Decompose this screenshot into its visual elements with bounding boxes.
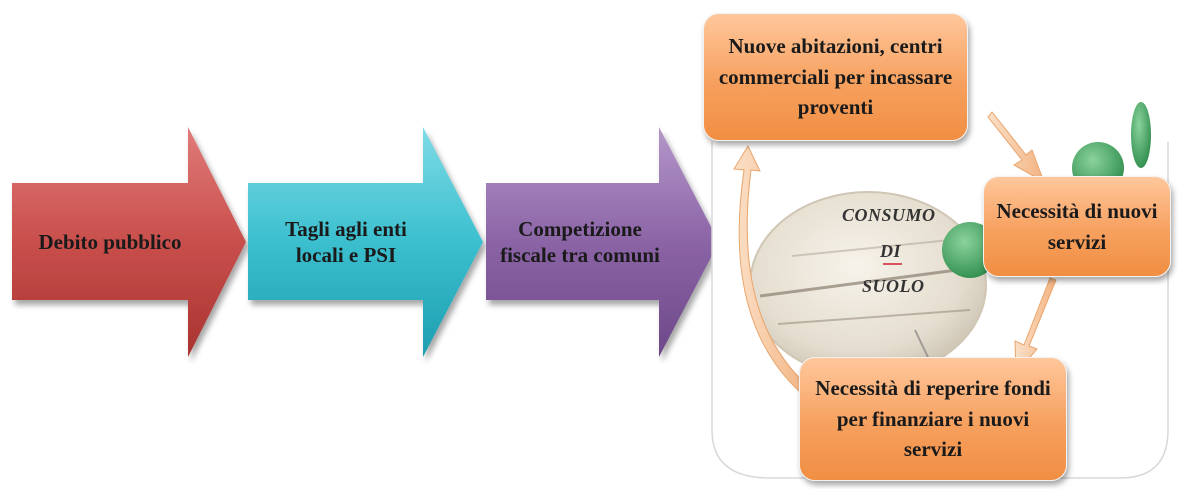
box-necessita-nuovi-servizi: Necessità di nuovi servizi (983, 176, 1171, 277)
box-reperire-fondi: Necessità di reperire fondi per finanzia… (799, 357, 1067, 481)
center-label-line-2: DI (880, 241, 901, 262)
center-label-line-1: CONSUMO (842, 205, 936, 226)
arrow-label-tagli-enti-locali: Tagli agli enti locali e PSI (262, 200, 430, 284)
center-label-line-3: SUOLO (862, 276, 925, 297)
arrow-label-competizione-fiscale: Competizione fiscale tra comuni (500, 196, 660, 288)
box-nuove-abitazioni: Nuove abitazioni, centri commerciali per… (703, 13, 968, 141)
arrow-label-debito-pubblico: Debito pubblico (30, 200, 190, 284)
